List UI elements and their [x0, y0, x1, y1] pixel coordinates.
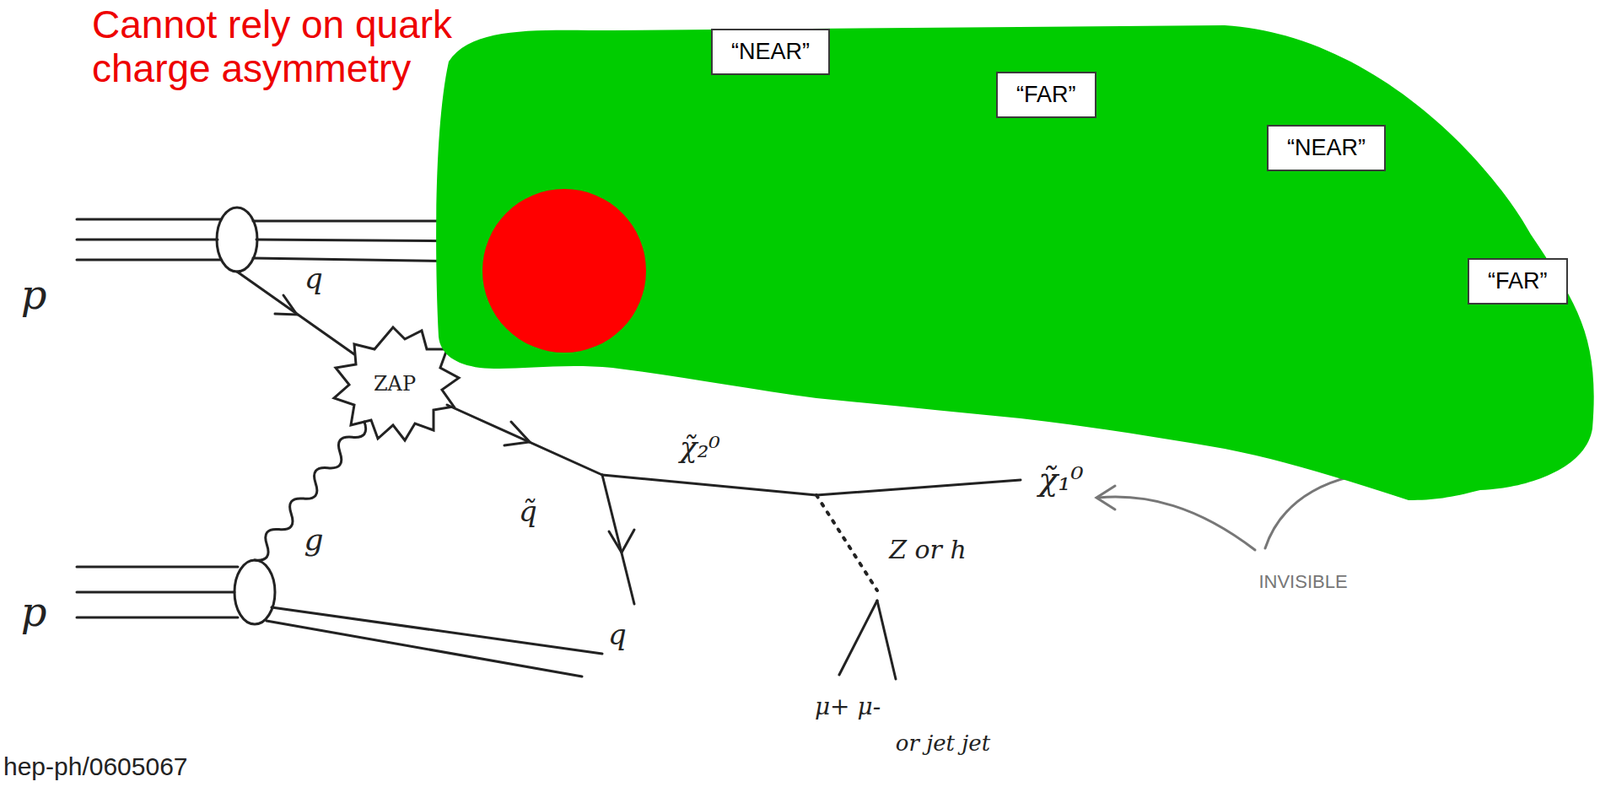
- highlight-blob: [436, 25, 1595, 501]
- neutralino2-label: χ̃₂⁰: [679, 430, 721, 464]
- label-box: “FAR”: [996, 71, 1097, 119]
- label-box: “FAR”: [1467, 258, 1568, 305]
- box-text: “FAR”: [1487, 268, 1548, 294]
- reference: hep-ph/0605067: [3, 752, 189, 782]
- proton-label: p: [21, 589, 48, 636]
- invisible-arrows: [1096, 472, 1392, 550]
- red-dot: [482, 188, 647, 353]
- invisible-label: INVISIBLE: [1258, 571, 1347, 593]
- zap-label: ZAP: [373, 372, 416, 396]
- boson-label: Z or h: [888, 535, 967, 565]
- z-or-h-line: [816, 495, 878, 591]
- quark-label: q: [304, 262, 324, 295]
- muon-label: μ+ μ-: [814, 693, 881, 720]
- box-text: “FAR”: [1016, 81, 1077, 108]
- quark-label: q: [608, 618, 627, 651]
- neutralino1-label: χ̃₁⁰: [1038, 461, 1084, 498]
- proton-label: p: [21, 272, 48, 318]
- label-box: “NEAR”: [711, 28, 830, 76]
- label-box: “NEAR”: [1266, 124, 1386, 172]
- red-note: Cannot rely on quark charge asymmetry: [91, 3, 514, 91]
- gluon-label: g: [303, 522, 324, 557]
- box-text: “NEAR”: [731, 38, 810, 65]
- jet-label: or jet jet: [895, 731, 991, 756]
- box-text: “NEAR”: [1287, 134, 1366, 161]
- squark-label: q̃: [518, 495, 538, 528]
